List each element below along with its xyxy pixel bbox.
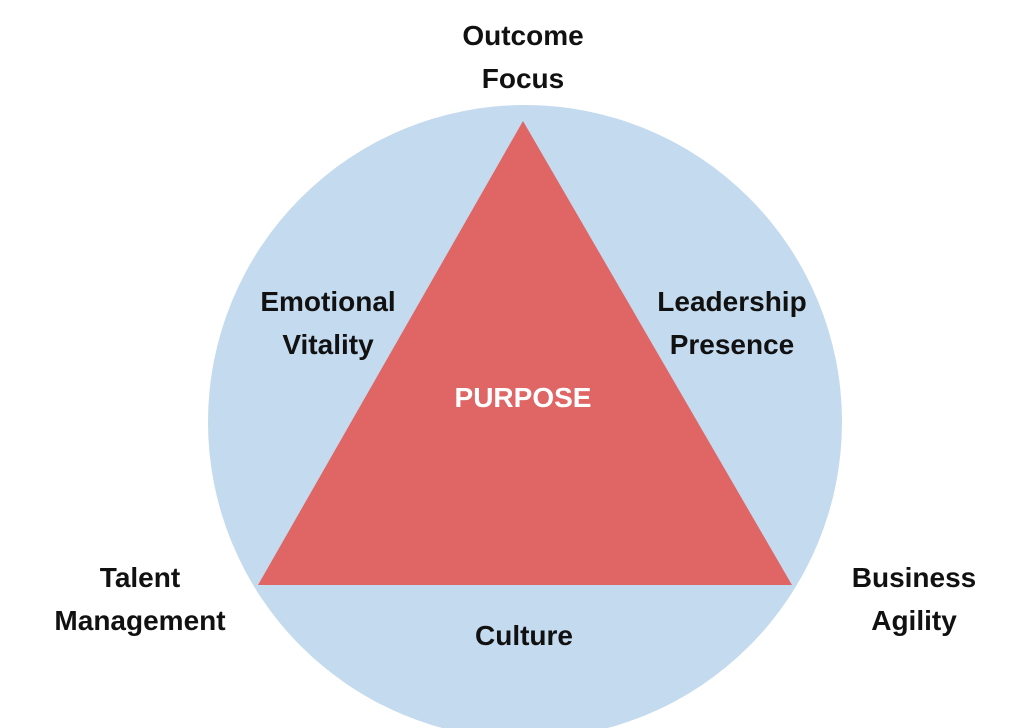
vertex-label-outcome-focus: Outcome Focus xyxy=(462,20,584,94)
purpose-triangle xyxy=(258,121,792,585)
center-label-purpose: PURPOSE xyxy=(454,382,592,413)
side-label-emotional-vitality: Emotional Vitality xyxy=(260,286,396,360)
vertex-label-talent-management: Talent Management xyxy=(54,562,226,636)
side-label-culture: Culture xyxy=(475,620,573,651)
vertex-label-business-agility: Business Agility xyxy=(851,562,977,636)
side-label-leadership-presence: Leadership Presence xyxy=(657,286,807,360)
